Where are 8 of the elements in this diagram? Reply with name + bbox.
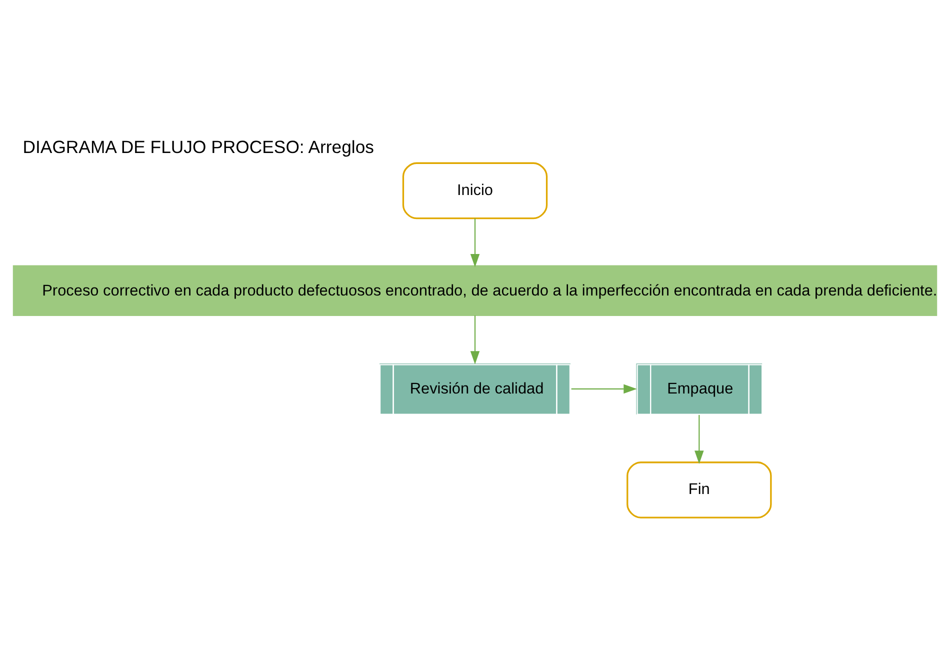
arrow — [694, 414, 704, 464]
node-box: Fin — [626, 461, 772, 518]
node-box: Proceso correctivo en cada producto defectuosos encontrado, de acuerdo a la imperfección encontrada en cada prenda deficiente. — [12, 264, 938, 316]
arrow — [470, 218, 480, 267]
node-box: Inicio — [402, 162, 548, 219]
arrow — [470, 315, 480, 364]
arrow — [571, 384, 637, 394]
diagram-title: DIAGRAMA DE FLUJO PROCESO: Arreglos — [22, 136, 374, 156]
